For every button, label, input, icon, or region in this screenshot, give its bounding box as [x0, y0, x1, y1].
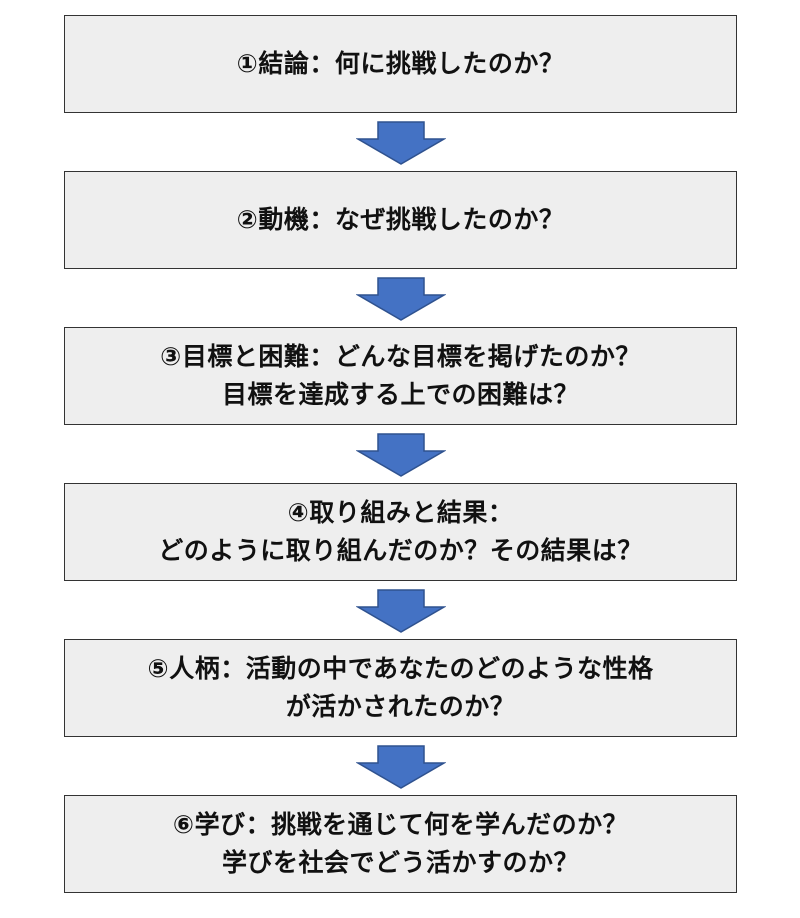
down-arrow-5-icon [356, 745, 446, 789]
step-6-line-2: 学びを社会でどう活かすのか？ [221, 848, 579, 877]
step-5-line-2: が活かされたのか？ [285, 692, 516, 721]
step-2-box: ②動機：なぜ挑戦したのか？ [64, 171, 737, 269]
step-4-line-2: どのように取り組んだのか？その結果は？ [158, 536, 643, 565]
down-arrow-2-icon [356, 277, 446, 321]
step-6-box: ⑥学び：挑戦を通じて何を学んだのか？ 学びを社会でどう活かすのか？ [64, 795, 737, 893]
step-5-line-1: ⑤人柄：活動の中であなたのどのような性格 [147, 654, 654, 683]
step-1-box: ①結論：何に挑戦したのか？ [64, 15, 737, 113]
step-6-line-1: ⑥学び：挑戦を通じて何を学んだのか？ [172, 810, 629, 839]
step-4-line-1: ④取り組みと結果： [287, 498, 514, 527]
step-3-line-2: 目標を達成する上での困難は？ [221, 380, 579, 409]
step-3-line-1: ③目標と困難：どんな目標を掲げたのか？ [160, 342, 641, 371]
step-4-box: ④取り組みと結果： どのように取り組んだのか？その結果は？ [64, 483, 737, 581]
step-2-line-1: ②動機：なぜ挑戦したのか？ [236, 205, 565, 234]
step-1-line-1: ①結論：何に挑戦したのか？ [236, 49, 565, 78]
down-arrow-3-icon [356, 433, 446, 477]
step-3-box: ③目標と困難：どんな目標を掲げたのか？ 目標を達成する上での困難は？ [64, 327, 737, 425]
down-arrow-4-icon [356, 589, 446, 633]
down-arrow-1-icon [356, 121, 446, 165]
step-5-box: ⑤人柄：活動の中であなたのどのような性格 が活かされたのか？ [64, 639, 737, 737]
